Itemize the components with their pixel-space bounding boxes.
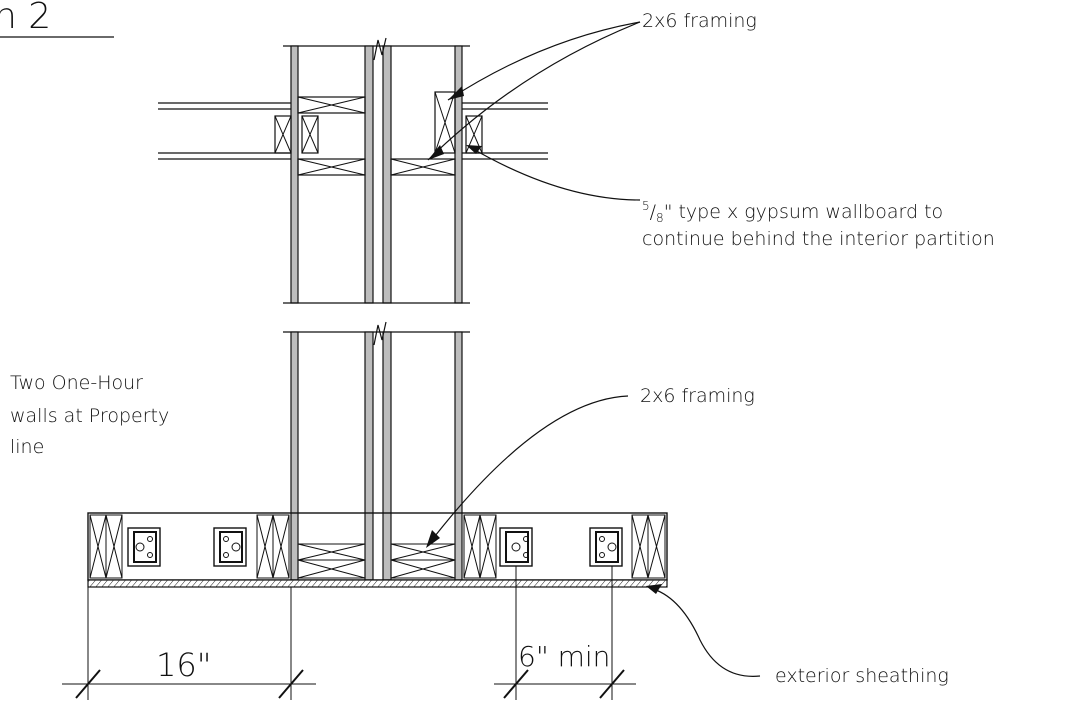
section-title-text: n 2 [0,0,51,37]
exterior-wall-plan [87,512,668,588]
label-gypsum-line1: 5/8" type x gypsum wallboard to [642,199,943,225]
party-walls-upper [283,37,470,304]
leader-framing-bottom: 2x6 framing [426,385,755,548]
gypsum-board-left-inner [364,45,374,304]
section-title: n 2 [0,0,114,38]
gypsum-board-right-inner [382,45,392,304]
label-gypsum-line2: continue behind the interior partition [642,228,995,250]
walls-label-line2: walls at Property [10,405,169,427]
gypsum-board-right-outer [454,45,463,304]
gypsum-board-left-outer [290,45,299,304]
electrical-box-1 [127,527,161,567]
electrical-box-3 [499,527,533,567]
exterior-sheathing-hatch [87,579,668,588]
label-two-walls: Two One-Hour walls at Property line [10,372,169,458]
leader-sheathing: exterior sheathing [646,584,949,687]
floor-assembly [158,91,548,176]
label-sheathing: exterior sheathing [775,665,949,687]
walls-label-line3: line [10,436,44,458]
dimension-16-label: 16" [156,646,211,684]
electrical-box-4 [589,527,623,567]
dimension-6in-min: 6" min [494,566,636,700]
dimension-6min-label: 6" min [518,640,610,673]
label-framing-top: 2x6 framing [642,10,757,32]
leader-gypsum: 5/8" type x gypsum wallboard to continue… [466,145,995,250]
label-framing-bottom: 2x6 framing [640,385,755,407]
leader-framing-top: 2x6 framing [427,10,757,161]
dimension-16in: 16" [62,587,316,700]
party-walls-lower [283,321,470,581]
electrical-box-2 [213,527,247,567]
walls-label-line1: Two One-Hour [10,372,143,394]
